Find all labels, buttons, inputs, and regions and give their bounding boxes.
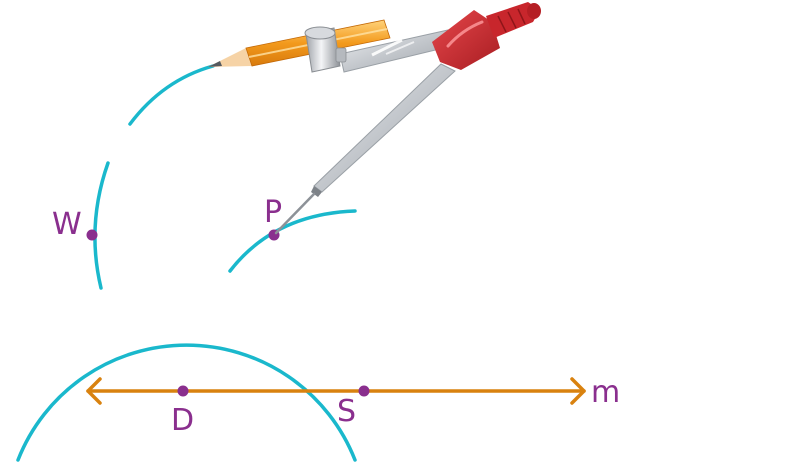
label-p: P [264, 195, 282, 230]
arc-through-p [228, 209, 357, 273]
arc-through-w [93, 161, 110, 290]
pencil-icon [208, 19, 391, 73]
point-s [358, 385, 370, 397]
label-d: D [171, 403, 194, 438]
label-w: W [52, 207, 82, 242]
label-m: m [591, 375, 620, 410]
point-w [86, 229, 98, 241]
line-m [86, 377, 586, 405]
label-s: S [337, 394, 356, 429]
arc-centered-d [16, 343, 357, 462]
compass-icon [274, 2, 541, 235]
point-d [177, 385, 189, 397]
arc-being-drawn [128, 64, 215, 126]
